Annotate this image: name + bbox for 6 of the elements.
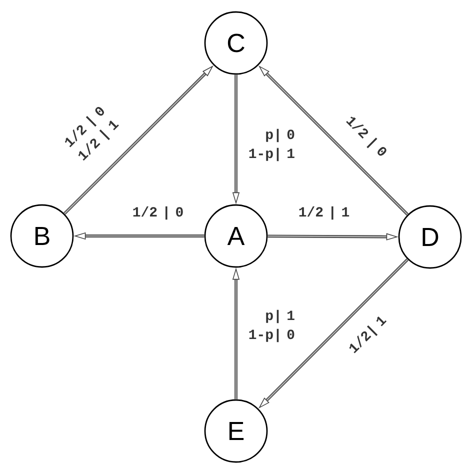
edge-label: 1/2 | 0 <box>346 116 386 156</box>
edge-label: p| 0 1-p| 1 <box>249 128 294 162</box>
edge-label: 1/2 | 0 1/2 | 1 <box>64 106 119 161</box>
edge-label: 1/2 | 1 <box>299 206 350 220</box>
edge-label: p| 1 1-p| 0 <box>249 310 294 342</box>
edge-label: 1/2 | 0 <box>133 206 183 220</box>
